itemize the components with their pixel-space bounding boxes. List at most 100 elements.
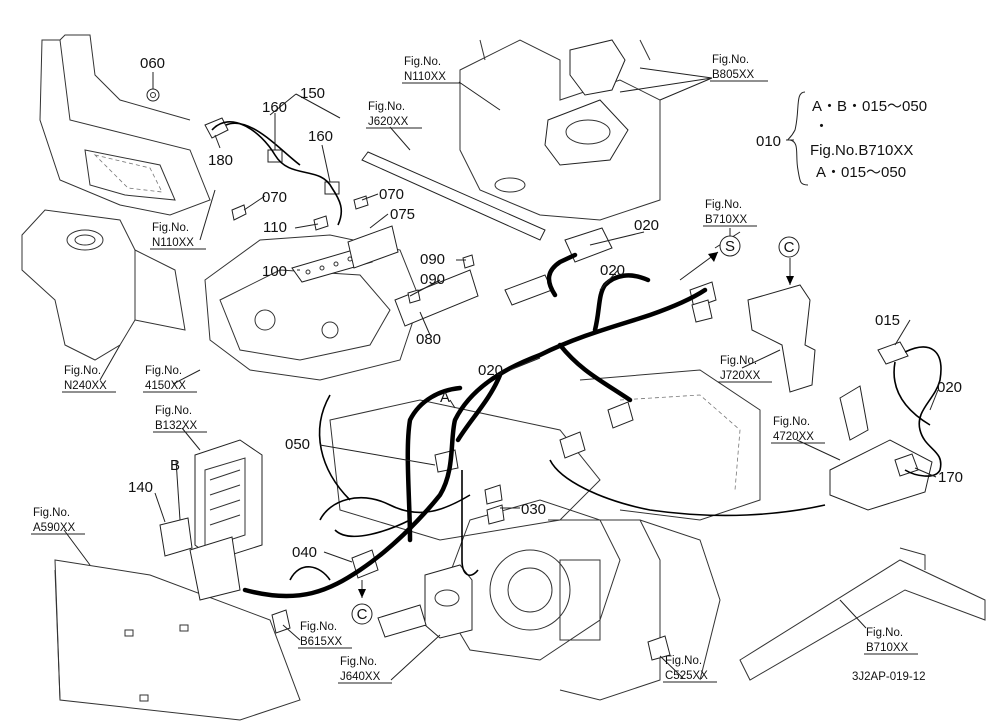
svg-text:Fig.No.: Fig.No. bbox=[33, 507, 70, 519]
marker-a: A bbox=[440, 389, 450, 406]
svg-text:Fig.No.: Fig.No. bbox=[64, 365, 101, 377]
part-label-050: 050 bbox=[285, 436, 310, 453]
fig-ref-j620: Fig.No. J620XX bbox=[366, 101, 422, 129]
part-label-090a: 090 bbox=[420, 251, 445, 268]
pump-j640 bbox=[424, 564, 473, 639]
svg-text:Fig.No.: Fig.No. bbox=[720, 355, 757, 367]
svg-text:Fig.No.: Fig.No. bbox=[300, 621, 337, 633]
part-label-020d: 020 bbox=[937, 379, 962, 396]
fig-ref-b132: Fig.No. B132XX bbox=[153, 405, 207, 433]
part-label-140: 140 bbox=[128, 479, 153, 496]
fig-ref-j720: Fig.No. J720XX bbox=[718, 355, 772, 383]
svg-text:N110XX: N110XX bbox=[152, 237, 194, 249]
wire-harness bbox=[211, 121, 942, 599]
svg-text:Fig.No.: Fig.No. bbox=[145, 365, 182, 377]
bracket-075 bbox=[347, 225, 399, 269]
marker-s-circle bbox=[719, 235, 741, 257]
marker-b: B bbox=[170, 457, 180, 474]
marker-c-top: C bbox=[784, 239, 795, 256]
fig-ref-4150: Fig.No. 4150XX bbox=[143, 365, 197, 393]
svg-text:N110XX: N110XX bbox=[404, 71, 446, 83]
marker-c-top-circle bbox=[778, 236, 800, 258]
applicability-note: A・B・015～050 ・ Fig.No.B710XX A・015～050 bbox=[810, 98, 927, 181]
marker-c-bottom-circle bbox=[351, 603, 373, 625]
svg-text:Fig.No.: Fig.No. bbox=[152, 222, 189, 234]
svg-text:Fig.No.: Fig.No. bbox=[340, 656, 377, 668]
clip-170 bbox=[894, 453, 919, 477]
fig-ref-n240: Fig.No. N240XX bbox=[62, 365, 116, 393]
svg-text:B805XX: B805XX bbox=[712, 69, 755, 81]
screw-110 bbox=[313, 215, 329, 231]
fig-ref-n110-top: Fig.No. N110XX bbox=[402, 56, 460, 84]
clamp-180 bbox=[204, 117, 229, 139]
part-label-020a: 020 bbox=[634, 217, 659, 234]
note-line-1: A・B・015～050 bbox=[812, 98, 927, 115]
bracket-080 bbox=[394, 269, 479, 327]
svg-text:Fig.No.: Fig.No. bbox=[665, 655, 702, 667]
part-label-030: 030 bbox=[521, 501, 546, 518]
fig-ref-a590: Fig.No. A590XX bbox=[31, 507, 85, 535]
fig-ref-b805: Fig.No. B805XX bbox=[710, 54, 768, 82]
fig-ref-c525: Fig.No. C525XX bbox=[663, 655, 717, 683]
svg-text:Fig.No.: Fig.No. bbox=[712, 54, 749, 66]
figure-references: Fig.No. N110XX Fig.No. B805XX Fig.No. J6… bbox=[31, 54, 918, 684]
svg-text:4150XX: 4150XX bbox=[145, 380, 186, 392]
svg-text:4720XX: 4720XX bbox=[773, 431, 814, 443]
plug-b615 bbox=[271, 609, 291, 634]
marker-s: S bbox=[725, 238, 735, 255]
sensor-c525 bbox=[647, 635, 671, 661]
sender-s bbox=[689, 281, 717, 309]
part-label-110: 110 bbox=[263, 219, 287, 236]
svg-text:N240XX: N240XX bbox=[64, 380, 107, 392]
relay-140 bbox=[159, 517, 193, 557]
part-label-020b: 020 bbox=[600, 262, 625, 279]
part-label-015: 015 bbox=[875, 312, 900, 329]
svg-text:B710XX: B710XX bbox=[705, 214, 748, 226]
connector-050 bbox=[434, 449, 459, 473]
fig-ref-n110-left: Fig.No. N110XX bbox=[150, 222, 206, 250]
bracket-j720 bbox=[747, 284, 816, 393]
nut-060 bbox=[146, 88, 160, 102]
fig-ref-4720: Fig.No. 4720XX bbox=[771, 416, 825, 444]
part-label-010: 010 bbox=[756, 133, 781, 150]
svg-text:J640XX: J640XX bbox=[340, 671, 381, 683]
part-label-150: 150 bbox=[300, 85, 325, 102]
bar-j620 bbox=[361, 151, 546, 241]
fig-ref-j640: Fig.No. J640XX bbox=[338, 656, 392, 684]
part-label-160b: 160 bbox=[308, 128, 333, 145]
svg-text:A590XX: A590XX bbox=[33, 522, 76, 534]
part-label-170: 170 bbox=[938, 469, 963, 486]
fig-ref-b710-top: Fig.No. B710XX bbox=[703, 199, 757, 227]
circled-markers: S C C A B bbox=[170, 235, 800, 625]
machine-outline bbox=[21, 34, 986, 721]
switch-b805 bbox=[569, 39, 626, 96]
note-line-3: Fig.No.B710XX bbox=[810, 142, 913, 159]
part-number-labels: 060 150 160 160 180 070 070 075 110 100 … bbox=[128, 55, 963, 561]
part-label-100: 100 bbox=[262, 263, 287, 280]
part-label-070b: 070 bbox=[379, 186, 404, 203]
svg-text:J720XX: J720XX bbox=[720, 370, 761, 382]
svg-text:Fig.No.: Fig.No. bbox=[368, 101, 405, 113]
part-label-160a: 160 bbox=[262, 99, 287, 116]
bolt-070b bbox=[353, 195, 369, 210]
svg-text:C525XX: C525XX bbox=[665, 670, 708, 682]
fig-ref-b710-bottom: Fig.No. B710XX bbox=[864, 627, 918, 655]
note-line-4: A・015～050 bbox=[816, 164, 906, 181]
svg-text:B710XX: B710XX bbox=[866, 642, 909, 654]
part-label-090b: 090 bbox=[420, 271, 445, 288]
drawing-code: 3J2AP-019-12 bbox=[852, 671, 926, 683]
part-label-060: 060 bbox=[140, 55, 165, 72]
part-label-180: 180 bbox=[208, 152, 233, 169]
part-label-020c: 020 bbox=[478, 362, 503, 379]
part-label-070a: 070 bbox=[262, 189, 287, 206]
svg-text:B615XX: B615XX bbox=[300, 636, 343, 648]
svg-text:Fig.No.: Fig.No. bbox=[155, 405, 192, 417]
svg-text:Fig.No.: Fig.No. bbox=[866, 627, 903, 639]
marker-c-bottom: C bbox=[357, 606, 368, 623]
part-label-040: 040 bbox=[292, 544, 317, 561]
part-label-075: 075 bbox=[390, 206, 415, 223]
fig-ref-b615: Fig.No. B615XX bbox=[298, 621, 352, 649]
svg-text:B132XX: B132XX bbox=[155, 420, 198, 432]
